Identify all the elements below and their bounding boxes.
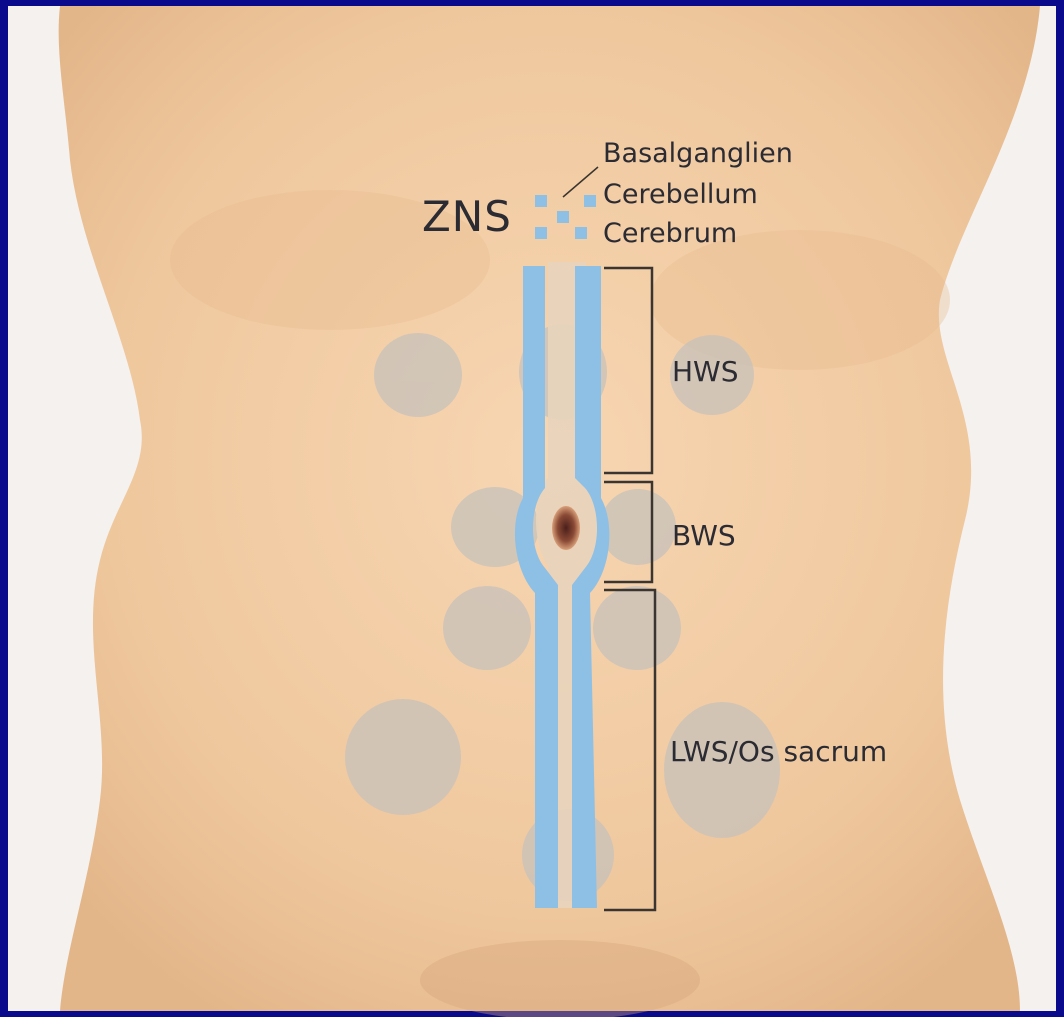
zone-spot — [345, 699, 461, 815]
cerebrum-label: Cerebrum — [603, 220, 737, 247]
zns-point — [557, 211, 569, 223]
lws-os-sacrum-label: LWS/Os sacrum — [670, 738, 887, 766]
zone-spot — [593, 586, 681, 670]
zns-point — [584, 195, 596, 207]
hws-label: HWS — [672, 358, 739, 386]
zone-spot — [374, 333, 462, 417]
cerebellum-label: Cerebellum — [603, 181, 758, 208]
zns-point — [535, 227, 547, 239]
zns-label: ZNS — [422, 196, 512, 238]
zns-point — [535, 195, 547, 207]
zns-point — [575, 227, 587, 239]
zone-spot — [600, 489, 676, 565]
zone-spot — [664, 702, 780, 838]
bws-label: BWS — [672, 522, 736, 550]
basalganglien-label: Basalganglien — [603, 140, 793, 167]
navel — [552, 506, 580, 550]
zone-spot — [443, 586, 531, 670]
skin-shade — [420, 940, 700, 1017]
